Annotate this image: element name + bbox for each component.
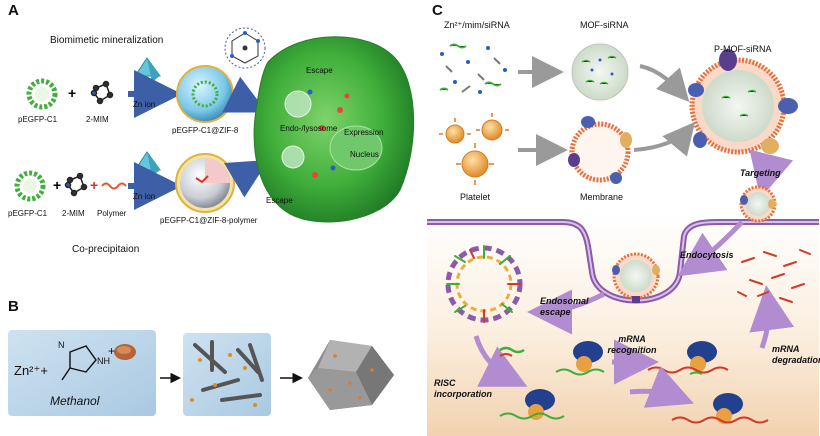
mof-sirna-particle-icon bbox=[571, 43, 629, 101]
plasmid-icon-top bbox=[26, 78, 58, 110]
zif8-polymer-particle-icon bbox=[175, 153, 235, 213]
svg-text:+: + bbox=[53, 177, 61, 193]
zn-ion-label-top: Zn ion bbox=[133, 100, 156, 109]
risc-complex-icon-1 bbox=[499, 346, 525, 357]
risc-incorporation-label: RISC incorporation bbox=[434, 378, 492, 399]
zinc-label: Zn²⁺+ bbox=[14, 363, 48, 378]
mrna-degradation-label: mRNA degradation bbox=[772, 344, 820, 365]
product-label-bottom: pEGFP-C1@ZIF-8-polymer bbox=[160, 216, 258, 225]
panel-c-letter: C bbox=[432, 2, 443, 19]
mrna-recognition-label: mRNA recognition bbox=[607, 334, 657, 355]
imidazole-structure bbox=[61, 345, 97, 381]
mix-label: Zn²⁺/mim/siRNA bbox=[444, 20, 510, 30]
p-mof-sirna-label: P-MOF-siRNA bbox=[714, 44, 772, 54]
membrane-label: Membrane bbox=[580, 192, 624, 202]
endocytosed-particle-icon bbox=[612, 252, 660, 303]
endosome-icon bbox=[445, 245, 523, 323]
cell-label-nucleus: Nucleus bbox=[350, 150, 379, 159]
mix-components-icon bbox=[439, 43, 507, 94]
plus-label: + bbox=[108, 344, 116, 358]
plasmid-label-top: pEGFP-C1 bbox=[18, 115, 58, 124]
polymer-icon bbox=[101, 182, 127, 190]
endosomal-escape-label: Endosomal escape bbox=[540, 296, 589, 317]
mim-molecule-icon-top bbox=[90, 80, 114, 105]
mim-molecule-icon-bottom bbox=[64, 172, 88, 197]
cell-illustration bbox=[253, 36, 415, 223]
platelet-icons bbox=[439, 113, 509, 185]
svg-text:+: + bbox=[90, 177, 98, 193]
platelet-membrane-vesicle-icon bbox=[568, 116, 632, 184]
heading-coprecipitation: Co-precipitaion bbox=[72, 244, 140, 255]
plasmid-label-bottom: pEGFP-C1 bbox=[8, 209, 48, 218]
product-label-top: pEGFP-C1@ZIF-8 bbox=[172, 126, 239, 135]
p-mof-sirna-particle-icon bbox=[688, 49, 798, 155]
zn-ion-label-bottom: Zn ion bbox=[133, 192, 156, 201]
zinc-source-icon bbox=[114, 344, 136, 360]
polymer-label: Polymer bbox=[97, 209, 127, 218]
methanol-label: Methanol bbox=[50, 394, 100, 408]
targeting-label: Targeting bbox=[740, 168, 781, 178]
risc-complex-icon-2 bbox=[555, 341, 605, 376]
zinc-crystal-icon-top bbox=[134, 57, 161, 82]
risc-complex-icon-3 bbox=[499, 389, 565, 420]
cell-label-endo-lysosome: Endo-/lysosome bbox=[280, 124, 338, 133]
imidazole-n-label: N bbox=[58, 340, 65, 350]
risc-mrna-complex-icon bbox=[647, 341, 729, 375]
degraded-mrna-icon bbox=[737, 249, 811, 303]
mim-label-top: 2-MIM bbox=[86, 115, 109, 124]
mof-sirna-label: MOF-siRNA bbox=[580, 20, 629, 30]
imidazole-nh-label: NH bbox=[97, 356, 110, 366]
panel-b-intermediate bbox=[183, 333, 271, 416]
lattice-inset-icon bbox=[224, 27, 266, 69]
svg-text:+: + bbox=[68, 85, 76, 101]
cell-label-escape-top: Escape bbox=[306, 66, 333, 75]
panel-b-letter: B bbox=[8, 298, 19, 315]
zif8-particle-icon-top bbox=[176, 65, 234, 123]
mim-label-bottom: 2-MIM bbox=[62, 209, 85, 218]
heading-biomimetic: Biomimetic mineralization bbox=[50, 35, 164, 46]
zinc-crystal-icon-bottom bbox=[134, 151, 161, 176]
plasmid-icon-bottom bbox=[14, 170, 46, 202]
targeting-particle-icon bbox=[739, 185, 777, 223]
cell-label-escape-bottom: Escape bbox=[266, 196, 293, 205]
endocytosis-label: Endocytosis bbox=[680, 250, 734, 260]
zif8-crystal-icon bbox=[308, 340, 394, 410]
risc-mrna-complex-icon-2 bbox=[671, 393, 769, 424]
platelet-label: Platelet bbox=[460, 192, 491, 202]
panel-a-letter: A bbox=[8, 2, 19, 19]
cell-label-expression: Expression bbox=[344, 128, 384, 137]
